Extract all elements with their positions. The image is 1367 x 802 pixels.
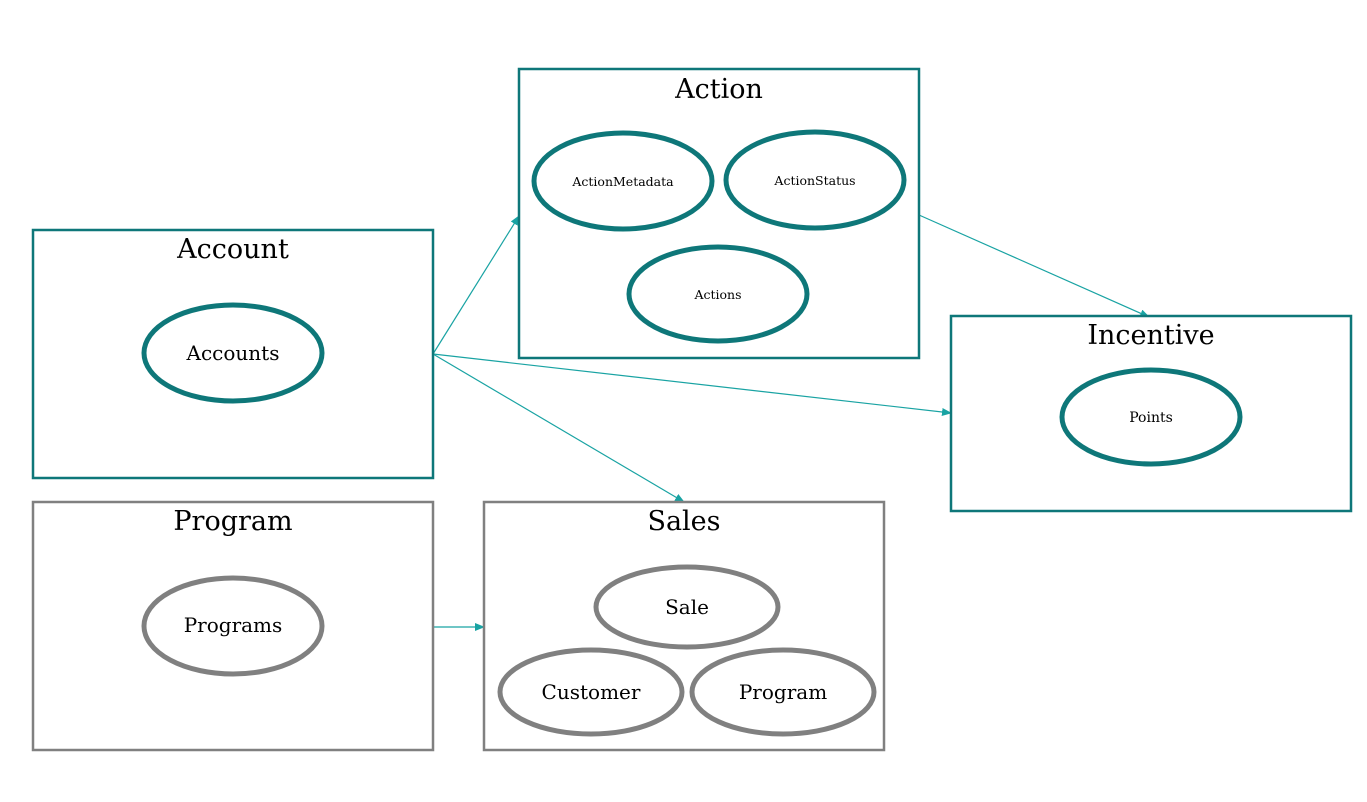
class-programs[interactable]: Programs xyxy=(141,575,325,677)
class-points-label: Points xyxy=(1129,410,1173,426)
package-action[interactable]: Action ActionMetadata ActionStatus Actio… xyxy=(517,67,921,360)
edge-action-to-incentive xyxy=(918,214,1150,318)
class-actions-label: Actions xyxy=(693,287,741,302)
package-sales-title: Sales xyxy=(647,506,720,537)
class-customer-shape xyxy=(497,647,685,737)
class-sale-label: Sale xyxy=(665,595,709,619)
class-action-metadata[interactable]: ActionMetadata xyxy=(531,130,715,232)
class-accounts-shape xyxy=(141,302,325,404)
class-programs-shape xyxy=(141,575,325,677)
class-action-metadata-shape xyxy=(531,130,715,232)
package-incentive-title: Incentive xyxy=(1087,320,1214,351)
edges xyxy=(432,214,1150,631)
package-sales[interactable]: Sales Sale Customer Program xyxy=(482,500,886,752)
class-points[interactable]: Points xyxy=(1059,367,1243,467)
class-accounts[interactable]: Accounts xyxy=(141,302,325,404)
class-actions-shape xyxy=(626,244,810,344)
class-action-status-shape xyxy=(723,129,907,231)
class-points-shape xyxy=(1059,367,1243,467)
package-incentive[interactable]: Incentive Points xyxy=(949,314,1353,513)
class-action-status-label: ActionStatus xyxy=(773,173,855,188)
class-customer[interactable]: Customer xyxy=(497,647,685,737)
class-actions[interactable]: Actions xyxy=(626,244,810,344)
edge-account-to-action xyxy=(432,215,520,355)
class-programs-label: Programs xyxy=(184,613,283,637)
class-sale-shape xyxy=(593,564,781,650)
edge-account-to-incentive xyxy=(432,353,952,416)
class-program-shape xyxy=(689,647,877,737)
package-program-title: Program xyxy=(173,506,292,537)
class-program-label: Program xyxy=(739,680,827,704)
class-sale[interactable]: Sale xyxy=(593,564,781,650)
package-account-title: Account xyxy=(176,234,289,265)
edge-account-to-sales xyxy=(432,353,685,503)
class-accounts-label: Accounts xyxy=(186,341,280,365)
package-program[interactable]: Program Programs xyxy=(31,500,435,752)
package-action-title: Action xyxy=(674,74,763,105)
class-action-metadata-label: ActionMetadata xyxy=(571,174,674,189)
class-action-status[interactable]: ActionStatus xyxy=(723,129,907,231)
class-customer-label: Customer xyxy=(542,680,641,704)
package-account[interactable]: Account Accounts xyxy=(31,228,435,480)
class-program[interactable]: Program xyxy=(689,647,877,737)
